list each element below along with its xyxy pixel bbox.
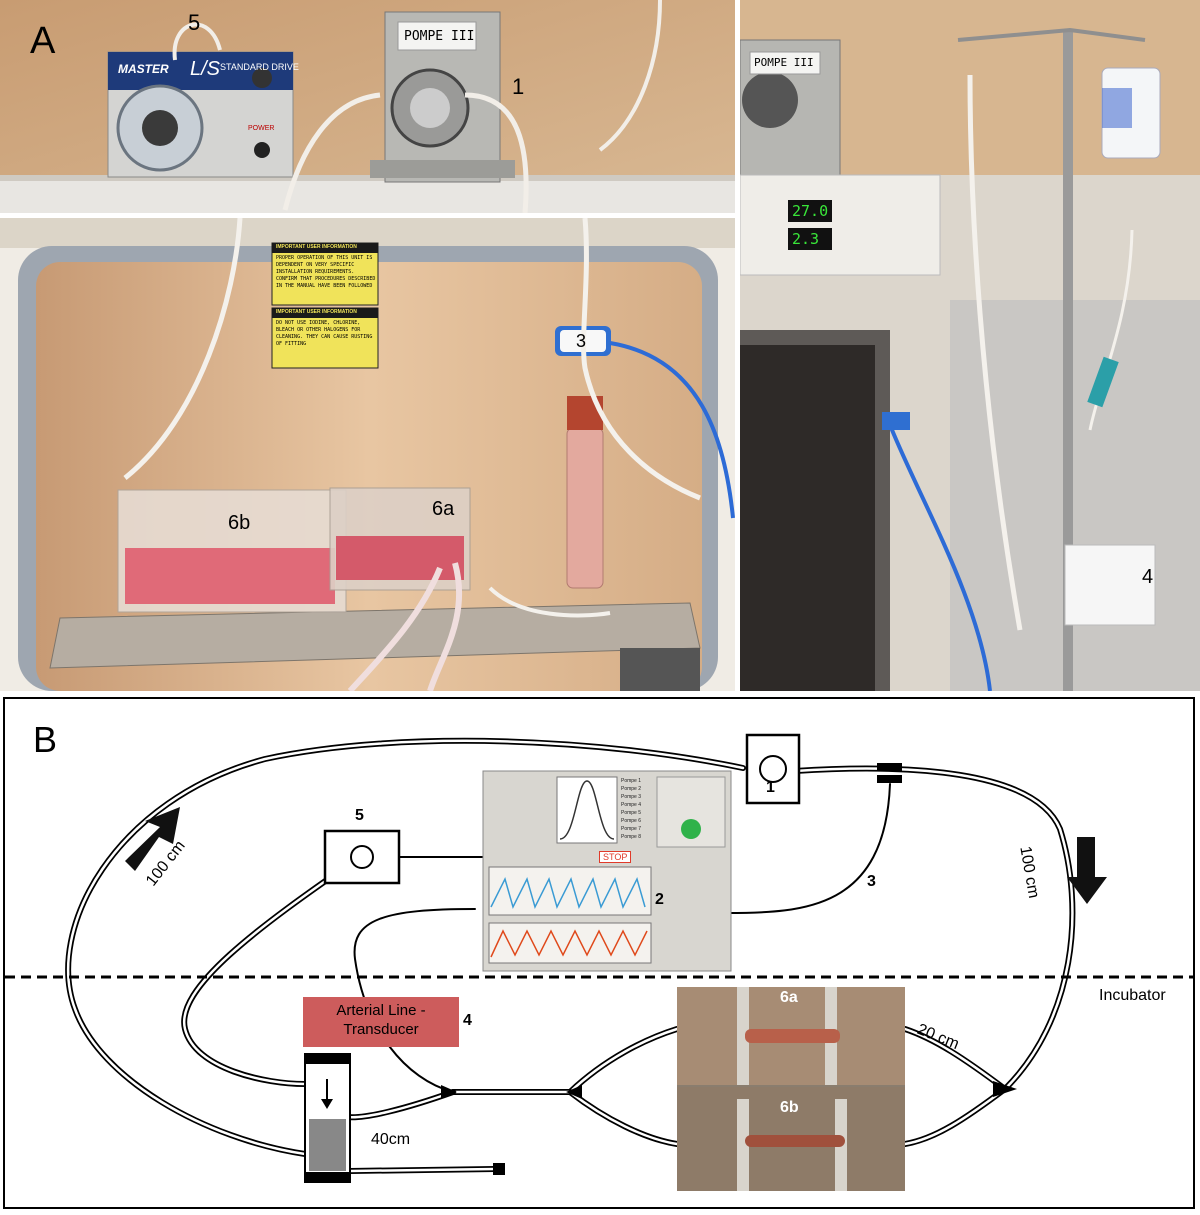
- pump-power: POWER: [248, 125, 275, 132]
- pump-1-label: 1: [512, 74, 525, 99]
- pump-tag: POMPE III: [404, 29, 475, 44]
- pump-5-label: 5: [188, 10, 201, 35]
- pump-brand: MASTER: [118, 62, 169, 76]
- readout-temp: 27.0: [792, 202, 829, 220]
- pump-list-item: Pompe 8: [621, 834, 642, 840]
- pump-list-item: Pompe 6: [621, 818, 642, 824]
- warning-text-1: PROPER OPERATION OF THIS UNIT IS DEPENDE…: [276, 255, 376, 289]
- photo-iv-pole: POMPE III 27.0 2.3 4: [740, 0, 1200, 691]
- reservoir-length: 40cm: [371, 1131, 411, 1148]
- readout-co2: 2.3: [792, 230, 820, 248]
- pump-list-item: Pompe 5: [621, 810, 642, 816]
- chamber-6a-label: 6a: [780, 989, 798, 1006]
- monitor-pump-list: Pompe 1 Pompe 2 Pompe 3 Pompe 4 Pompe 5 …: [621, 777, 655, 841]
- pump-1-label: 1: [766, 779, 775, 796]
- warning-title-2: IMPORTANT USER INFORMATION: [276, 309, 357, 315]
- pump-list-item: Pompe 2: [621, 786, 642, 792]
- transducer-4-label: 4: [1142, 566, 1154, 588]
- transducer-4-label: 4: [463, 1012, 472, 1029]
- panel-label: A: [30, 20, 56, 62]
- pump-model: L/S: [190, 58, 221, 80]
- pump-5-label: 5: [355, 807, 364, 824]
- incubator-label: Incubator: [1099, 987, 1166, 1004]
- photo-pumps: A 5 1 POMPE III MASTER L/S STANDARD DRIV…: [0, 0, 735, 213]
- photo-incubator: IMPORTANT USER INFORMATION PROPER OPERAT…: [0, 218, 735, 691]
- chamber-6b-label: 6b: [780, 1099, 799, 1116]
- pump-list-item: Pompe 7: [621, 826, 642, 832]
- pump-list-item: Pompe 1: [621, 778, 642, 784]
- sensor-3-label: 3: [867, 873, 876, 890]
- warning-title-1: IMPORTANT USER INFORMATION: [276, 244, 357, 250]
- chamber-6a-label: 6a: [432, 498, 455, 520]
- panel-label: B: [33, 719, 58, 760]
- monitor-2-label: 2: [655, 891, 664, 908]
- warning-text-2: DO NOT USE IODINE, CHLORINE, BLEACH OR O…: [276, 320, 373, 347]
- transducer-box-label: Arterial Line - Transducer: [336, 1002, 426, 1038]
- pump-list-item: Pompe 3: [621, 794, 642, 800]
- pump-tag-side: POMPE III: [754, 56, 814, 69]
- pump-drive: STANDARD DRIVE: [220, 62, 299, 72]
- pump-list-item: Pompe 4: [621, 802, 642, 808]
- chamber-6b-label: 6b: [228, 512, 251, 534]
- schematic-panel: STOP Pompe 1 Pompe 2 Pompe 3 Pompe 4 Pom…: [3, 697, 1195, 1209]
- monitor-stop-button: STOP: [599, 851, 632, 863]
- sensor-3-label: 3: [576, 331, 587, 351]
